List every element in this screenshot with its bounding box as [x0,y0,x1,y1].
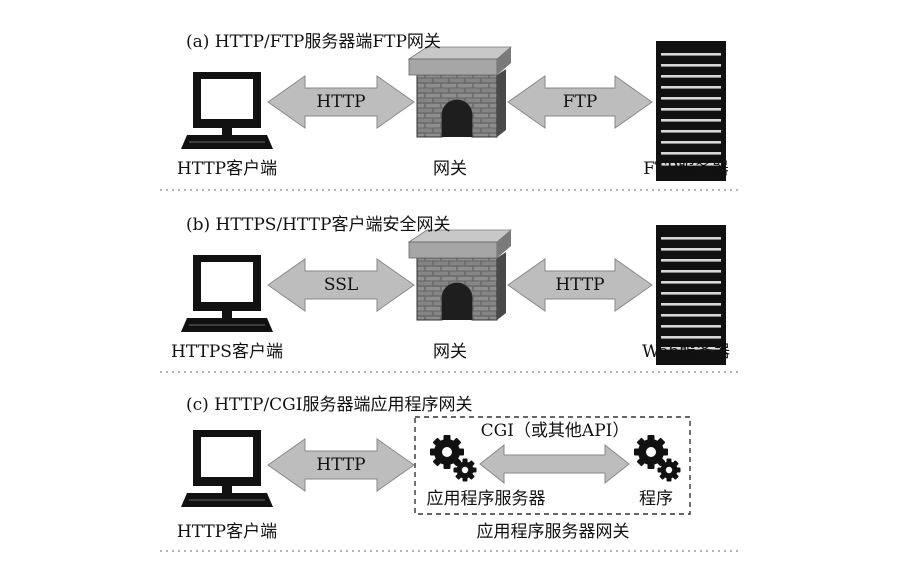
panel-a-right-protocol: FTP [562,92,598,112]
panel-b-server-label: Web服务器 [641,342,731,362]
panel-c-title: (c) HTTP/CGI服务器端应用程序网关 [186,395,473,415]
ftp-arrow [507,75,653,129]
panel-a-title: (a) HTTP/FTP服务器端FTP网关 [186,32,441,52]
panel-b-title: (b) HTTPS/HTTP客户端安全网关 [186,215,451,235]
computer-icon [180,71,274,150]
panel-c-gateway-box-label: 应用程序服务器网关 [476,522,630,542]
panel-c-left-protocol: HTTP [316,455,366,475]
computer-icon [180,429,274,508]
panel-b-gateway-label: 网关 [433,342,467,362]
http-arrow [267,438,415,492]
cgi-arrow [479,443,630,485]
gateway-icon [408,229,512,321]
http-arrow [267,75,415,129]
application-gateway-box [414,416,691,515]
gateway-icon [408,46,512,138]
panel-c-program-label: 程序 [639,489,673,509]
panel-b-left-protocol: SSL [323,275,359,295]
computer-icon [180,254,274,333]
panel-c-inner-protocol: CGI（或其他API） [480,421,630,441]
panel-a-client-label: HTTP客户端 [176,159,278,179]
gear-icon [657,458,681,482]
ssl-arrow [267,258,415,312]
panel-b-right-protocol: HTTP [555,275,605,295]
panel-b-client-label: HTTPS客户端 [171,342,283,362]
panel-c-app-server-label: 应用程序服务器 [426,489,546,509]
panel-a-gateway-label: 网关 [433,159,467,179]
panel-c-client-label: HTTP客户端 [176,522,278,542]
http-arrow [507,258,653,312]
gear-icon [453,458,477,482]
panel-a-server-label: FTP服务器 [643,159,729,179]
panel-a-left-protocol: HTTP [316,92,366,112]
